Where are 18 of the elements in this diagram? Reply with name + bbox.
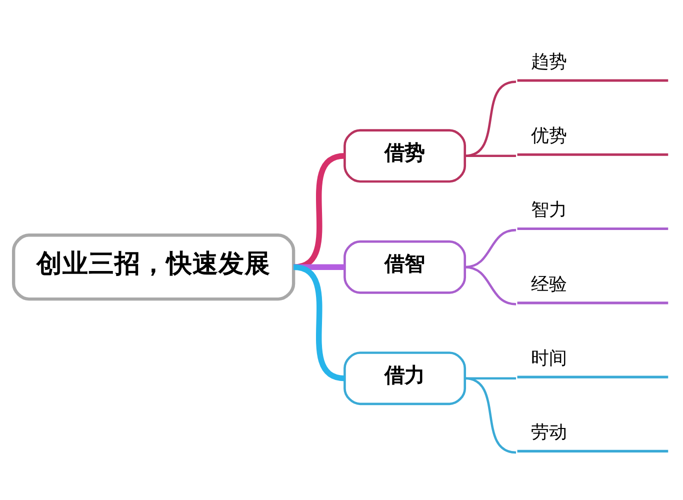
connector bbox=[464, 265, 516, 305]
node-box: 创业三招，快速发展 bbox=[12, 233, 296, 300]
node-text: 趋势 bbox=[531, 50, 568, 72]
node-text: 智力 bbox=[531, 199, 568, 220]
connector bbox=[464, 80, 516, 157]
connector bbox=[464, 376, 516, 379]
node-text: 劳动 bbox=[531, 422, 568, 443]
node-box: 借势 bbox=[344, 128, 466, 182]
connector bbox=[464, 228, 516, 268]
connector bbox=[464, 376, 516, 454]
node-box: 借力 bbox=[344, 351, 466, 405]
connector bbox=[464, 154, 516, 157]
node-text: 优势 bbox=[531, 124, 568, 146]
connector bbox=[293, 152, 346, 270]
node-text: 经验 bbox=[531, 273, 568, 294]
connector bbox=[294, 264, 345, 270]
node-box: 借智 bbox=[344, 240, 466, 294]
node-text: 时间 bbox=[531, 347, 568, 368]
